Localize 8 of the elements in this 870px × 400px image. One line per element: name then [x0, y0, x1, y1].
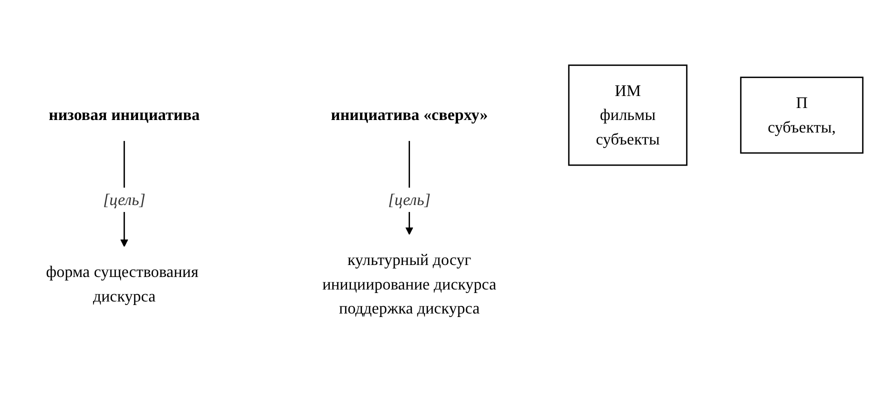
- edge-label: [цель]: [388, 190, 431, 209]
- node-text: инициатива «сверху»: [330, 106, 488, 124]
- node-text: форма существования дискурса: [46, 263, 198, 306]
- edge-label: [цель]: [103, 190, 146, 209]
- node-text: культурный досуг инициирование дискурса поддержка дискурса: [322, 250, 496, 318]
- node-box: ИМ фильмы субъекты: [568, 64, 688, 166]
- node-text: низовая инициатива: [48, 106, 200, 124]
- node-box: П субъекты,: [740, 76, 864, 154]
